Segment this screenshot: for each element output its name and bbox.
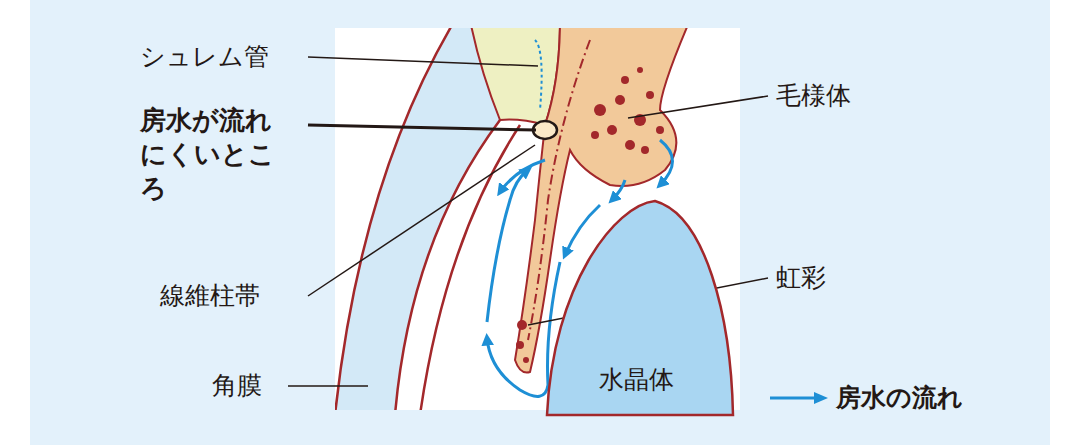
part-label: 線維柱帯 [160, 280, 260, 313]
part-label: 毛様体 [776, 80, 851, 113]
legend-item: 房水の流れ [768, 381, 963, 414]
cornea [335, 28, 500, 410]
legend-sample [768, 388, 830, 408]
sclera [455, 28, 560, 125]
background [30, 0, 1050, 445]
lens-outline [547, 201, 733, 415]
trabecular-block [533, 121, 557, 139]
part-label: 虹彩 [776, 262, 826, 295]
part-label: 角膜 [212, 370, 262, 403]
legend-text: 房水の流れ [836, 381, 963, 414]
part-label: シュレム管 [140, 41, 269, 74]
lens-region: 水晶体 [545, 195, 735, 410]
callout-label: 房水が流れ にくいところ [140, 104, 300, 205]
lens-label: 水晶体 [599, 363, 674, 396]
